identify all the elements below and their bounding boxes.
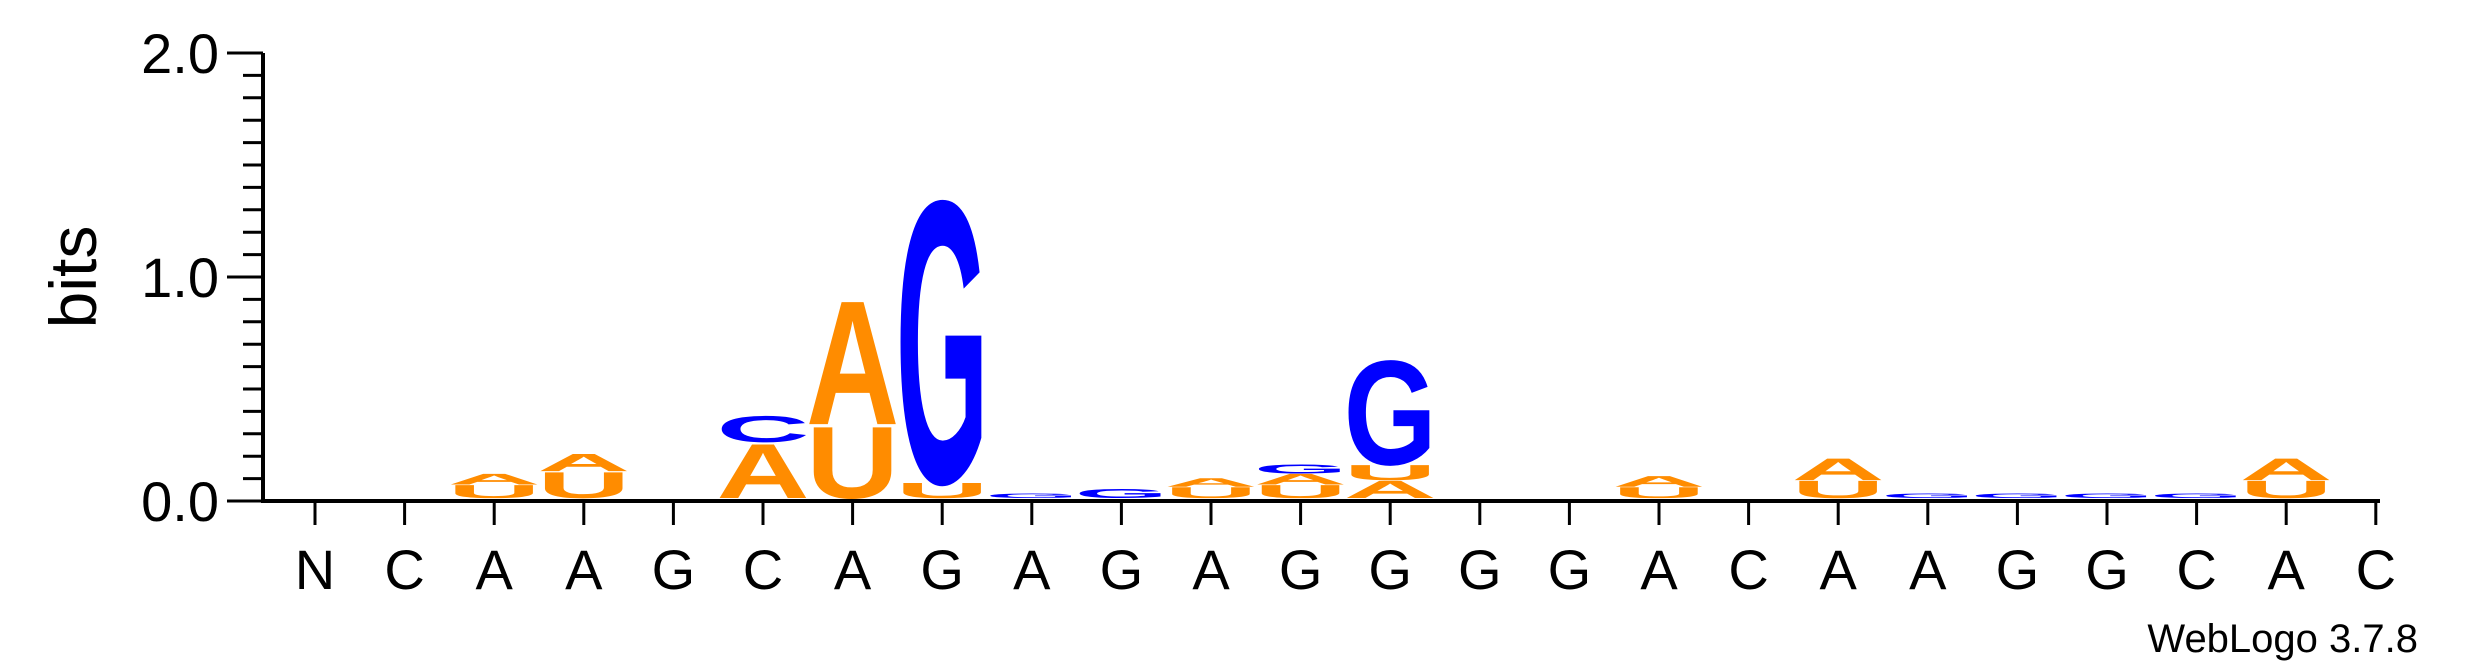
logo-letter-G: G <box>1971 492 2064 499</box>
x-tick-label: G <box>652 538 696 601</box>
logo-letter-glyph: U <box>2240 475 2333 503</box>
x-tick-label: G <box>1458 538 1502 601</box>
logo-letter-glyph: U <box>1344 460 1437 484</box>
logo-letter-G: G <box>1075 487 1168 501</box>
logo-letter-glyph: G <box>896 118 989 570</box>
logo-letter-A: A <box>537 449 630 477</box>
logo-letter-glyph: A <box>1344 475 1437 503</box>
logo-letter-A: A <box>1254 471 1347 488</box>
logo-letter-glyph: A <box>2240 452 2333 487</box>
logo-letter-glyph: U <box>1254 481 1347 502</box>
x-tick-label: G <box>920 538 964 601</box>
logo-letter-U: U <box>896 478 989 502</box>
x-tick-label: C <box>2176 538 2216 601</box>
x-tick-label: A <box>2268 538 2306 601</box>
logo-letter-glyph: U <box>896 478 989 502</box>
y-tick-label: 0.0 <box>141 470 219 533</box>
logo-letter-U: U <box>1164 484 1257 501</box>
x-tick-label: G <box>2085 538 2129 601</box>
logo-letter-G: G <box>2150 492 2243 499</box>
y-axis-label: bits <box>36 226 110 329</box>
logo-letter-A: A <box>1344 475 1437 503</box>
logo-letter-glyph: G <box>2150 492 2243 499</box>
logo-letter-glyph: G <box>2060 492 2153 499</box>
logo-letter-glyph: A <box>806 264 899 462</box>
logo-letter-U: U <box>448 481 541 502</box>
logo-letter-glyph: A <box>1792 452 1885 487</box>
x-tick-label: G <box>1100 538 1144 601</box>
logo-letter-A: A <box>1612 473 1705 490</box>
logo-letter-U: U <box>1254 481 1347 502</box>
x-tick-label: A <box>1909 538 1947 601</box>
logo-letter-glyph: G <box>1075 487 1168 501</box>
logo-letter-glyph: U <box>1612 484 1705 501</box>
logo-letter-glyph: G <box>1344 329 1437 497</box>
logo-letter-U: U <box>1612 484 1705 501</box>
logo-letter-U: U <box>1344 460 1437 484</box>
logo-letter-C: C <box>716 409 809 451</box>
logo-letter-A: A <box>1164 476 1257 490</box>
x-tick-label: A <box>1013 538 1051 601</box>
y-ticks: 0.0 1.0 2.0 <box>141 22 263 533</box>
x-tick-label: C <box>1728 538 1768 601</box>
logo-letter-A: A <box>806 264 899 462</box>
logo-letter-glyph: U <box>1792 475 1885 503</box>
x-tick-label: G <box>1279 538 1323 601</box>
logo-letter-glyph: A <box>1612 473 1705 490</box>
logo-letter-A: A <box>2240 452 2333 487</box>
x-tick-label: A <box>834 538 872 601</box>
x-tick-label: A <box>1820 538 1858 601</box>
logo-letter-glyph: A <box>1164 476 1257 490</box>
x-tick-label: G <box>1996 538 2040 601</box>
logo-letter-G: G <box>896 118 989 570</box>
logo-letter-glyph: A <box>537 449 630 477</box>
logo-letter-G: G <box>2060 492 2153 499</box>
logo-letter-A: A <box>448 471 541 488</box>
x-tick-label: G <box>1548 538 1592 601</box>
x-tick-label: A <box>1640 538 1678 601</box>
logo-letter-glyph: G <box>1254 462 1347 476</box>
x-tick-label: C <box>384 538 424 601</box>
logo-letter-glyph: G <box>1881 492 1974 499</box>
logo-letter-glyph: C <box>716 409 809 451</box>
logo-letter-glyph: U <box>448 481 541 502</box>
x-tick-label: N <box>295 538 335 601</box>
x-tick-label: A <box>476 538 514 601</box>
logo-letter-G: G <box>1881 492 1974 499</box>
logo-letter-G: G <box>1254 462 1347 476</box>
x-tick-label: A <box>565 538 603 601</box>
x-tick-label: C <box>743 538 783 601</box>
logo-letter-glyph: U <box>1164 484 1257 501</box>
x-tick-label: G <box>1368 538 1412 601</box>
y-tick-label: 2.0 <box>141 22 219 85</box>
credit-text: WebLogo 3.7.8 <box>2147 617 2418 661</box>
x-tick-label: A <box>1192 538 1230 601</box>
logo-letter-glyph: G <box>985 492 1078 499</box>
logo-letter-glyph: A <box>448 471 541 488</box>
logo-letter-U: U <box>2240 475 2333 503</box>
logo-letter-glyph: A <box>1254 471 1347 488</box>
x-tick-label: C <box>2356 538 2396 601</box>
logo-letter-glyph: G <box>1971 492 2064 499</box>
logo-letter-G: G <box>1344 329 1437 497</box>
logo-letter-G: G <box>985 492 1078 499</box>
logo-letter-U: U <box>1792 475 1885 503</box>
logo-letter-A: A <box>1792 452 1885 487</box>
y-tick-label: 1.0 <box>141 246 219 309</box>
